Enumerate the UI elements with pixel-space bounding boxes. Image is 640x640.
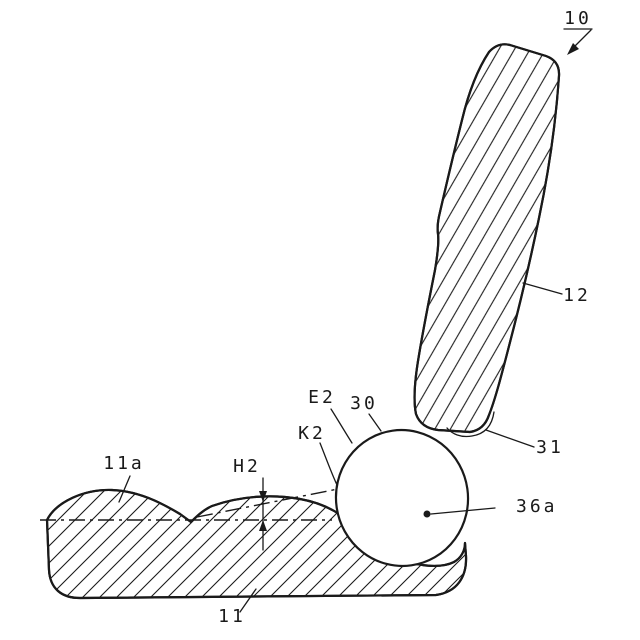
reference-point-36a-dot xyxy=(423,510,431,518)
seat-back-bracket-31 xyxy=(446,411,495,438)
h2-arrow-bottom xyxy=(259,520,267,531)
label-30: 30 xyxy=(350,393,378,414)
leader-12 xyxy=(522,282,563,295)
leader-k2 xyxy=(319,442,338,486)
leader-e2 xyxy=(330,408,353,444)
label-11a: 11a xyxy=(103,453,145,474)
leader-11 xyxy=(239,588,257,613)
label-36a: 36a xyxy=(516,496,558,517)
seat-cushion-11 xyxy=(45,488,468,600)
h2-dimension xyxy=(259,477,267,551)
leader-31 xyxy=(485,429,535,448)
label-10: 10 xyxy=(564,8,592,29)
leader-11a xyxy=(118,475,131,503)
leader-36a xyxy=(430,507,496,515)
k2-tangent-centerline xyxy=(196,488,339,518)
label-31: 31 xyxy=(536,437,564,458)
label-k2: K2 xyxy=(298,423,326,444)
label-e2: E2 xyxy=(308,387,336,408)
label-11: 11 xyxy=(218,606,246,627)
seat-back-hatch xyxy=(413,43,561,434)
leader-30 xyxy=(368,413,382,432)
seat-back-12 xyxy=(413,43,561,434)
support-pad-30-ellipse xyxy=(334,428,470,568)
label-h2: H2 xyxy=(233,456,261,477)
leader-10-arrowhead xyxy=(567,43,579,55)
leader-10 xyxy=(573,29,592,48)
label-12: 12 xyxy=(563,285,591,306)
h2-arrow-top xyxy=(259,491,267,502)
